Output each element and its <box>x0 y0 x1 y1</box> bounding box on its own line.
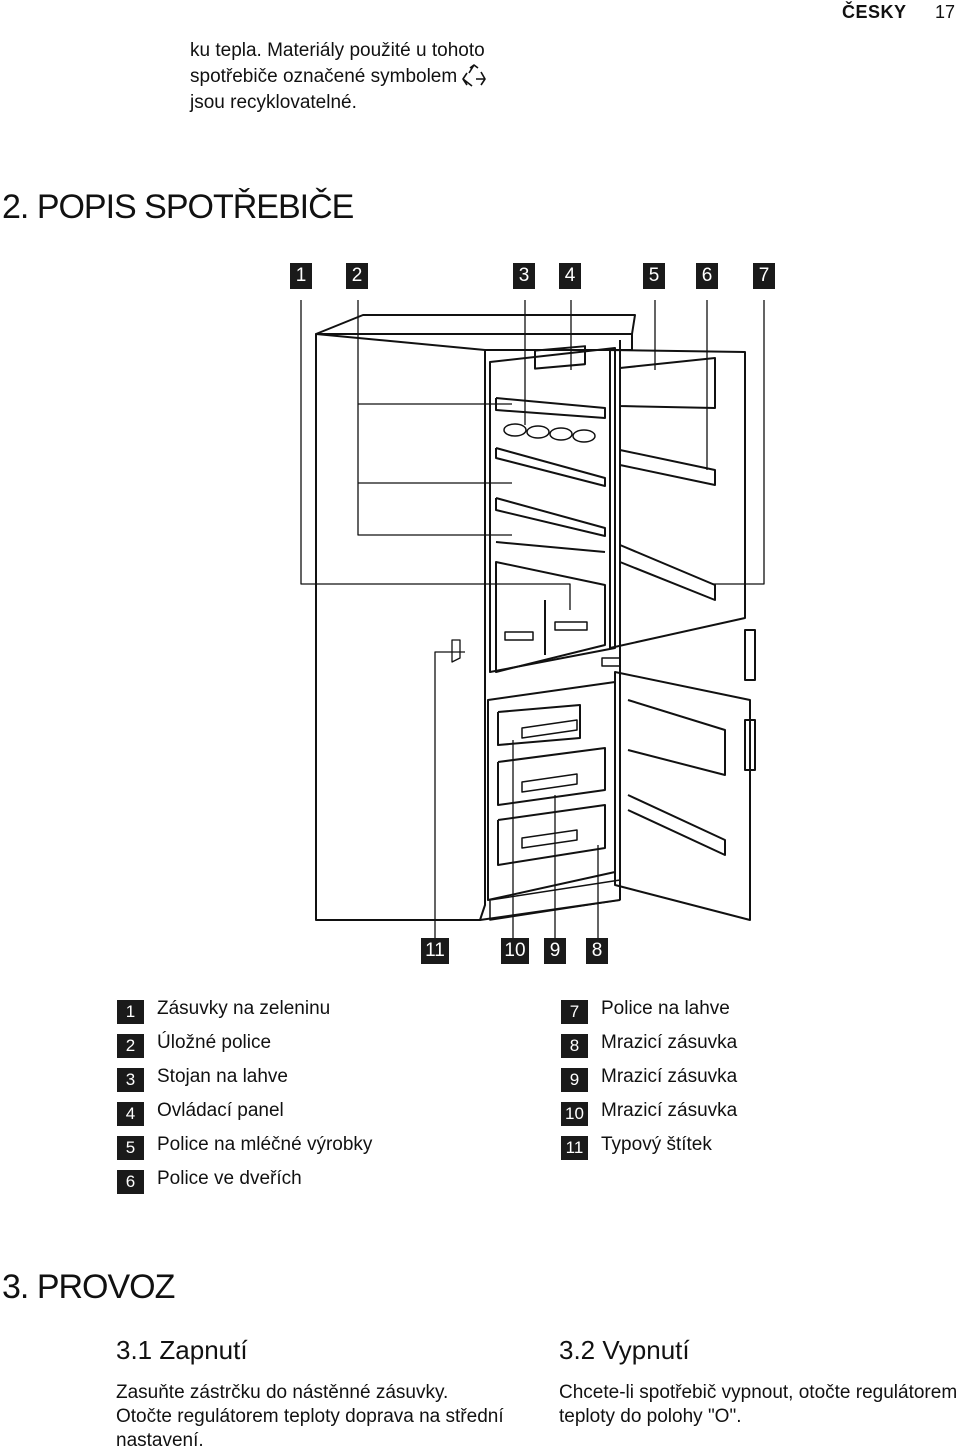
callout-4: 4 <box>559 263 581 289</box>
freezer-drawer <box>497 704 581 746</box>
intro-line-3: jsou recyklovatelné. <box>190 92 357 113</box>
text-line: Zasuňte zástrčku do nástěnné zásuvky. <box>116 1382 449 1403</box>
subsection-3-1-title: Zapnutí <box>159 1335 248 1365</box>
section-3-title: PROVOZ <box>36 1268 176 1306</box>
text-line: Otočte regulátorem teploty doprava na st… <box>116 1406 504 1427</box>
callout-8: 8 <box>586 938 608 964</box>
freezer-handle <box>744 719 756 771</box>
legend-number: 2 <box>117 1034 144 1058</box>
door-shelf <box>619 544 716 601</box>
legend-label: Ovládací panel <box>157 1100 284 1121</box>
intro-line-2-text: spotřebiče označené symbolem <box>190 66 458 87</box>
legend-label: Police ve dveřích <box>157 1168 302 1189</box>
page-number: 17 <box>935 2 956 22</box>
cabinet-top <box>315 314 636 335</box>
legend-number: 6 <box>117 1170 144 1194</box>
callout-6: 6 <box>696 263 718 289</box>
legend-number: 5 <box>117 1136 144 1160</box>
subsection-3-2-text: Chcete-li spotřebič vypnout, otočte regu… <box>559 1381 959 1429</box>
freezer-door <box>614 671 751 921</box>
callout-2: 2 <box>346 263 368 289</box>
intro-line-2: spotřebiče označené symbolem <box>190 64 520 90</box>
recycle-icon <box>461 64 487 88</box>
subsection-3-1-heading: 3.1 Zapnutí <box>116 1335 248 1366</box>
subsection-3-1-text: Zasuňte zástrčku do nástěnné zásuvky. Ot… <box>116 1381 536 1453</box>
legend-label: Typový štítek <box>601 1134 712 1155</box>
subsection-3-2-heading: 3.2 Vypnutí <box>559 1335 690 1366</box>
legend-label: Zásuvky na zeleninu <box>157 998 331 1019</box>
rating-plate <box>451 639 461 663</box>
callout-7: 7 <box>753 263 775 289</box>
section-2-heading: 2. POPIS SPOTŘEBIČE <box>2 188 355 227</box>
leader-lines <box>300 300 765 938</box>
legend-number: 7 <box>561 1000 588 1024</box>
door-shelf <box>619 449 716 486</box>
section-2-title: POPIS SPOTŘEBIČE <box>36 188 355 226</box>
intro-line-1: ku tepla. Materiály použité u tohoto <box>190 40 485 61</box>
control-panel <box>534 345 586 370</box>
callout-1: 1 <box>290 263 312 289</box>
callout-11: 11 <box>421 938 449 964</box>
legend-label: Mrazicí zásuvka <box>601 1066 738 1087</box>
legend-number: 10 <box>561 1102 588 1126</box>
fridge-interior <box>489 347 616 673</box>
text-line: nastavení. <box>116 1430 204 1451</box>
subsection-3-2-number: 3.2 <box>559 1335 596 1365</box>
fridge-door <box>609 349 746 649</box>
legend-label: Úložné police <box>157 1032 272 1053</box>
callout-10: 10 <box>501 938 529 964</box>
fridge-diagram <box>300 300 765 938</box>
intro-paragraph: ku tepla. Materiály použité u tohoto spo… <box>190 38 520 116</box>
freezer-door-shelf <box>627 699 726 776</box>
legend-number: 8 <box>561 1034 588 1058</box>
legend-number: 4 <box>117 1102 144 1126</box>
section-3-heading: 3. PROVOZ <box>2 1268 176 1307</box>
shelf <box>495 497 606 537</box>
fridge-handle <box>744 629 756 681</box>
freezer-drawer <box>497 804 606 866</box>
text-line: teploty do polohy "O". <box>559 1406 742 1427</box>
bottle-rack <box>503 423 596 443</box>
callout-5: 5 <box>643 263 665 289</box>
plinth <box>489 879 621 921</box>
shelf <box>495 447 606 487</box>
callout-3: 3 <box>513 263 535 289</box>
freezer-drawer <box>497 747 606 806</box>
vegetable-drawers <box>495 561 606 673</box>
legend-number: 9 <box>561 1068 588 1092</box>
legend-number: 1 <box>117 1000 144 1024</box>
door-shelf <box>619 357 716 409</box>
text-line: Chcete-li spotřebič vypnout, otočte regu… <box>559 1382 958 1403</box>
shelf <box>495 541 606 553</box>
shelf <box>495 397 606 419</box>
header-language: ČESKY <box>842 2 907 22</box>
callout-9: 9 <box>544 938 566 964</box>
cabinet-side <box>315 333 486 921</box>
legend-number: 3 <box>117 1068 144 1092</box>
subsection-3-2-title: Vypnutí <box>602 1335 690 1365</box>
legend-label: Mrazicí zásuvka <box>601 1032 738 1053</box>
legend-label: Police na mléčné výrobky <box>157 1134 373 1155</box>
legend-number: 11 <box>561 1136 588 1160</box>
section-2-number: 2. <box>2 188 29 226</box>
legend-label: Stojan na lahve <box>157 1066 288 1087</box>
section-3-number: 3. <box>2 1268 29 1306</box>
freezer-door-shelf <box>627 794 726 856</box>
subsection-3-1-number: 3.1 <box>116 1335 153 1365</box>
hinge <box>601 657 621 667</box>
legend-label: Mrazicí zásuvka <box>601 1100 738 1121</box>
legend-label: Police na lahve <box>601 998 730 1019</box>
